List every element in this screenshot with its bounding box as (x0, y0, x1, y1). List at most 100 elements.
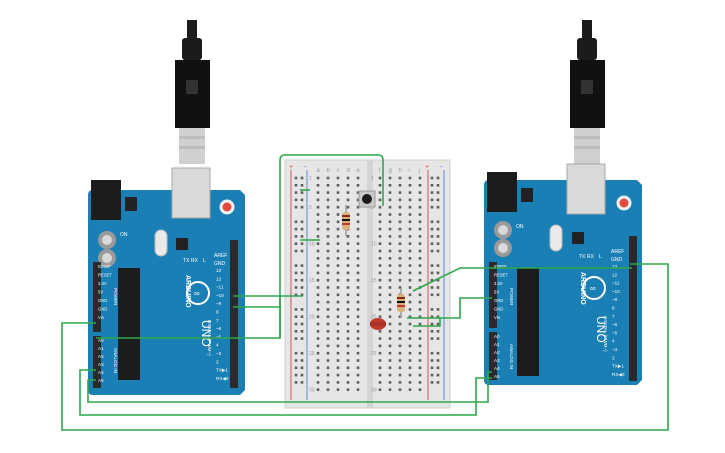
breadboard-hole (316, 359, 320, 362)
breadboard-hole (408, 344, 412, 348)
reset-button-right[interactable] (616, 195, 632, 211)
rail-hole (300, 308, 304, 311)
breadboard-hole (418, 191, 422, 194)
breadboard-hole (316, 373, 320, 377)
breadboard-hole (378, 264, 382, 267)
breadboard-hole (316, 264, 320, 267)
breadboard-hole (378, 373, 382, 377)
breadboard-hole (388, 242, 392, 245)
breadboard-hole (356, 351, 360, 355)
breadboard-hole (336, 205, 340, 209)
breadboard-hole (346, 373, 350, 377)
digital-pin-label: 4 (216, 343, 219, 348)
row-number: 25 (309, 351, 315, 357)
breadboard-hole (398, 249, 402, 253)
resistor-1[interactable] (342, 205, 350, 236)
breadboard-hole (326, 388, 330, 391)
column-letter: e (357, 168, 361, 174)
breadboard-hole (418, 176, 422, 180)
breadboard-hole (378, 308, 382, 311)
rail-hole (300, 249, 304, 253)
power-pin-label: IOREF (98, 264, 111, 269)
breadboard-hole (408, 366, 412, 370)
rail-hole (294, 184, 298, 187)
digital-pin-label: 2 (216, 359, 219, 364)
red-led[interactable] (370, 318, 386, 330)
breadboard-hole (316, 257, 320, 260)
breadboard-hole (336, 176, 340, 180)
breadboard-hole (378, 388, 382, 391)
rail-hole (430, 191, 434, 194)
breadboard-hole (408, 235, 412, 238)
usb-cable-right (570, 20, 605, 164)
breadboard-hole (326, 220, 330, 224)
rail-hole (430, 330, 434, 333)
rail-hole (430, 227, 434, 231)
breadboard-hole (418, 227, 422, 231)
analog-pin-label: A5 (494, 374, 500, 379)
breadboard-hole (418, 388, 422, 391)
rail-hole (294, 205, 298, 209)
breadboard-hole (356, 344, 360, 348)
rail-hole (430, 235, 434, 238)
breadboard-hole (356, 381, 360, 384)
svg-text:∞: ∞ (194, 289, 200, 298)
breadboard-hole (408, 220, 412, 224)
arduino-uno-left[interactable]: ∞ ARDUINO UNO ON AREF GND TX RX L 1312~1… (88, 167, 245, 395)
rail-plus-left: + (289, 164, 293, 171)
rail-hole (436, 337, 440, 340)
rail-hole (430, 308, 434, 311)
rail-hole (436, 205, 440, 209)
resistor-2[interactable] (397, 288, 405, 318)
breadboard-hole (316, 191, 320, 194)
breadboard-hole (388, 286, 392, 289)
breadboard-hole (388, 359, 392, 362)
arduino-model-left: UNO (199, 320, 213, 347)
breadboard-hole (346, 257, 350, 260)
analog-pin-label: A4 (494, 366, 500, 371)
breadboard-hole (356, 176, 360, 180)
breadboard-hole (346, 300, 350, 304)
rail-hole (436, 308, 440, 311)
breadboard-hole (346, 249, 350, 253)
svg-text:∞: ∞ (590, 284, 596, 293)
breadboard-hole (418, 249, 422, 253)
digital-pin-label: RX◀0 (612, 372, 625, 377)
push-button[interactable] (358, 190, 376, 208)
rail-hole (294, 381, 298, 384)
breadboard-hole (326, 337, 330, 340)
breadboard-hole (326, 227, 330, 231)
rail-hole (294, 249, 298, 253)
breadboard-hole (346, 235, 350, 238)
breadboard-hole (398, 271, 402, 275)
breadboard-hole (408, 308, 412, 311)
breadboard-hole (326, 198, 330, 202)
breadboard-hole (326, 351, 330, 355)
breadboard-hole (326, 184, 330, 187)
breadboard-hole (336, 198, 340, 202)
breadboard-hole (398, 322, 402, 326)
breadboard-hole (336, 257, 340, 260)
rail-hole (294, 235, 298, 238)
breadboard-hole (378, 293, 382, 297)
rail-hole (430, 220, 434, 224)
rail-hole (430, 264, 434, 267)
arduino-uno-right[interactable]: ∞ ARDUINO UNO ON AREF GND TX RX L 1312~1… (484, 163, 642, 385)
digital-pin-label: ~5 (216, 334, 222, 339)
breadboard-hole (336, 293, 340, 297)
reset-button-left[interactable] (219, 199, 235, 215)
breadboard-hole (398, 176, 402, 180)
analog-pin-label: A3 (98, 362, 104, 367)
breadboard-hole (346, 271, 350, 275)
breadboard-hole (388, 373, 392, 377)
breadboard-hole (408, 242, 412, 245)
power-pin-label: Vin (494, 315, 501, 320)
breadboard-hole (316, 388, 320, 391)
breadboard-hole (418, 330, 422, 333)
breadboard-hole (378, 344, 382, 348)
rx-label-right: RX (587, 254, 595, 260)
breadboard-hole (378, 278, 382, 282)
breadboard-hole (316, 227, 320, 231)
row-number: 10 (309, 242, 315, 248)
